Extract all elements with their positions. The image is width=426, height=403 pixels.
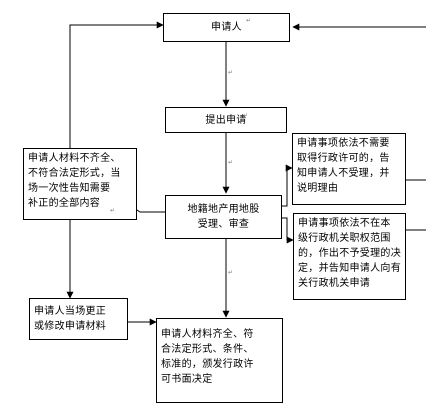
paragraph-mark: ↵ bbox=[228, 269, 234, 276]
node-review: 地籍地产用地股 受理、审查 bbox=[165, 195, 282, 239]
paragraph-mark: ↵ bbox=[246, 17, 252, 24]
loop-back-arrow bbox=[69, 21, 164, 148]
node-submit: 提出申请 bbox=[165, 107, 287, 133]
node-incomplete-notice: 申请人材料不齐全、 不符合法定形式，当 场一次性告知需要 补正的全部内容 bbox=[23, 148, 137, 220]
node-not-in-scope: 申请事项依法不在本 级行政机关职权范围 的，作出不予受理的决 定，并告知申请人向… bbox=[293, 213, 406, 300]
paragraph-mark: ↵ bbox=[228, 69, 234, 76]
paragraph-mark: ↵ bbox=[243, 112, 249, 119]
node-complete-decision: 申请人材料齐全、符 合法定形式、条件、 标准的，颁发行政许 可书面决定 bbox=[156, 318, 283, 403]
node-applicant: 申请人 bbox=[163, 13, 290, 42]
paragraph-mark: ↵ bbox=[228, 159, 234, 166]
paragraph-mark: ↵ bbox=[110, 207, 116, 214]
node-correct-onsite: 申请人当场更正 或修改申请材料 bbox=[29, 298, 128, 340]
arrow-review-notscope bbox=[282, 217, 294, 244]
arrow-review-nopermit bbox=[282, 164, 293, 207]
node-no-permit-needed: 申请事项依法不需要 取得行政许可的，告 知申请人不受理，并 说明理由 bbox=[292, 133, 406, 205]
